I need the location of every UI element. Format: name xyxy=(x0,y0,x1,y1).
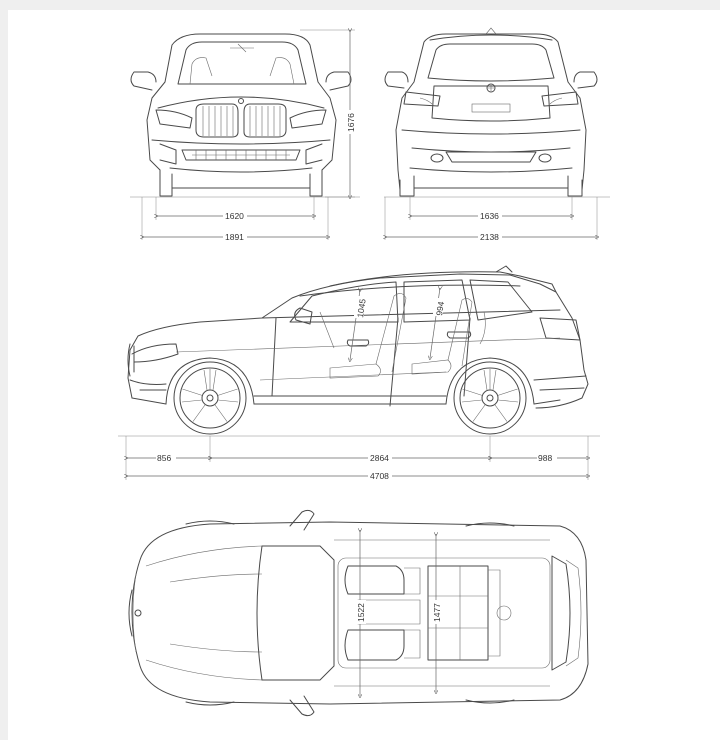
rear-track-label: 1636 xyxy=(480,211,499,221)
front-view xyxy=(130,33,352,197)
front-width-dimension: 1891 xyxy=(142,231,328,242)
front-overhang-dimension: 856 xyxy=(126,452,210,463)
side-view xyxy=(127,265,589,409)
overall-length-label: 4708 xyxy=(370,471,389,481)
rear-wheel xyxy=(453,361,527,435)
rear-view xyxy=(384,27,598,197)
rear-headroom-label: 994 xyxy=(434,301,446,317)
blueprint-sheet: 1676 1620 1891 xyxy=(8,10,720,740)
rear-width-label: 2138 xyxy=(480,232,499,242)
rear-shoulder-label: 1477 xyxy=(432,603,442,622)
front-height-dimension: 1676 xyxy=(300,30,356,197)
front-track-dimension: 1620 xyxy=(156,210,314,221)
front-shoulder-label: 1522 xyxy=(356,603,366,622)
rear-shoulder-dimension: 1477 xyxy=(430,534,442,692)
wheelbase-dimension: 2864 xyxy=(210,452,490,463)
front-shoulder-dimension: 1522 xyxy=(354,530,366,696)
overall-length-dimension: 4708 xyxy=(126,470,588,481)
rear-width-dimension: 2138 xyxy=(385,231,597,242)
wheelbase-label: 2864 xyxy=(370,453,389,463)
front-height-label: 1676 xyxy=(346,113,356,132)
rear-overhang-dimension: 988 xyxy=(490,452,588,463)
top-view xyxy=(128,509,589,717)
vehicle-dimension-drawing: 1676 1620 1891 xyxy=(118,27,610,717)
front-headroom-dimension: 1045 xyxy=(350,290,368,360)
rear-headroom-dimension: 994 xyxy=(430,288,446,358)
front-headroom-label: 1045 xyxy=(355,298,368,318)
rear-track-dimension: 1636 xyxy=(410,210,572,221)
front-wheel xyxy=(173,361,247,435)
front-overhang-label: 856 xyxy=(157,453,171,463)
front-track-label: 1620 xyxy=(225,211,244,221)
rear-overhang-label: 988 xyxy=(538,453,552,463)
front-width-label: 1891 xyxy=(225,232,244,242)
